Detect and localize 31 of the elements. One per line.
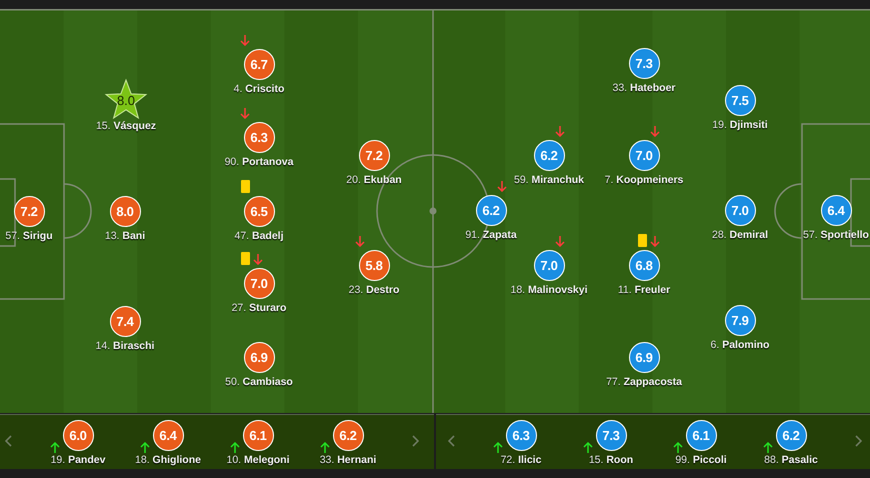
player-name: 19. Djimsiti <box>712 118 768 130</box>
player-name: 7. Koopmeiners <box>604 174 684 186</box>
player-name: 20. Ekuban <box>346 174 402 186</box>
player-name: 59. Miranchuk <box>514 174 584 186</box>
player-name: 15. Roon <box>588 454 634 466</box>
player-name: 28. Demiral <box>712 228 768 240</box>
player-name: 72. Ilicic <box>500 454 542 466</box>
player-name: 90. Portanova <box>224 156 294 168</box>
player-name: 99. Piccoli <box>675 454 727 466</box>
player-name: 91. Zapata <box>465 228 517 240</box>
player-name: 14. Biraschi <box>96 340 154 352</box>
player-name: 23. Destro <box>348 284 400 296</box>
player-name: 47. Badelj <box>234 230 284 242</box>
player-name: 77. Zappacosta <box>606 376 682 388</box>
player-name: 18. Ghiglione <box>135 454 201 466</box>
player-name: 33. Hateboer <box>612 82 676 94</box>
player-name: 19. Pandev <box>50 454 106 466</box>
player-name: 6. Palomino <box>710 338 770 350</box>
player-name: 57. Sirigu <box>5 230 53 242</box>
player-name: 18. Malinovskyi <box>510 284 588 296</box>
player-name: 11. Freuler <box>618 284 670 296</box>
player-name: 10. Melegoni <box>226 454 290 466</box>
player-name: 50. Cambiaso <box>225 376 293 388</box>
rating-star: 8.0 <box>104 78 148 120</box>
player-name: 4. Criscito <box>234 82 284 94</box>
player-name: 13. Bani <box>104 230 146 242</box>
player-name: 33. Hernani <box>320 454 376 466</box>
player-name: 15. Vásquez <box>96 120 156 132</box>
player-name: 27. Sturaro <box>232 302 286 314</box>
player-name: 88. Pasalic <box>764 454 818 466</box>
player-name: 57. Sportiello <box>803 228 869 240</box>
